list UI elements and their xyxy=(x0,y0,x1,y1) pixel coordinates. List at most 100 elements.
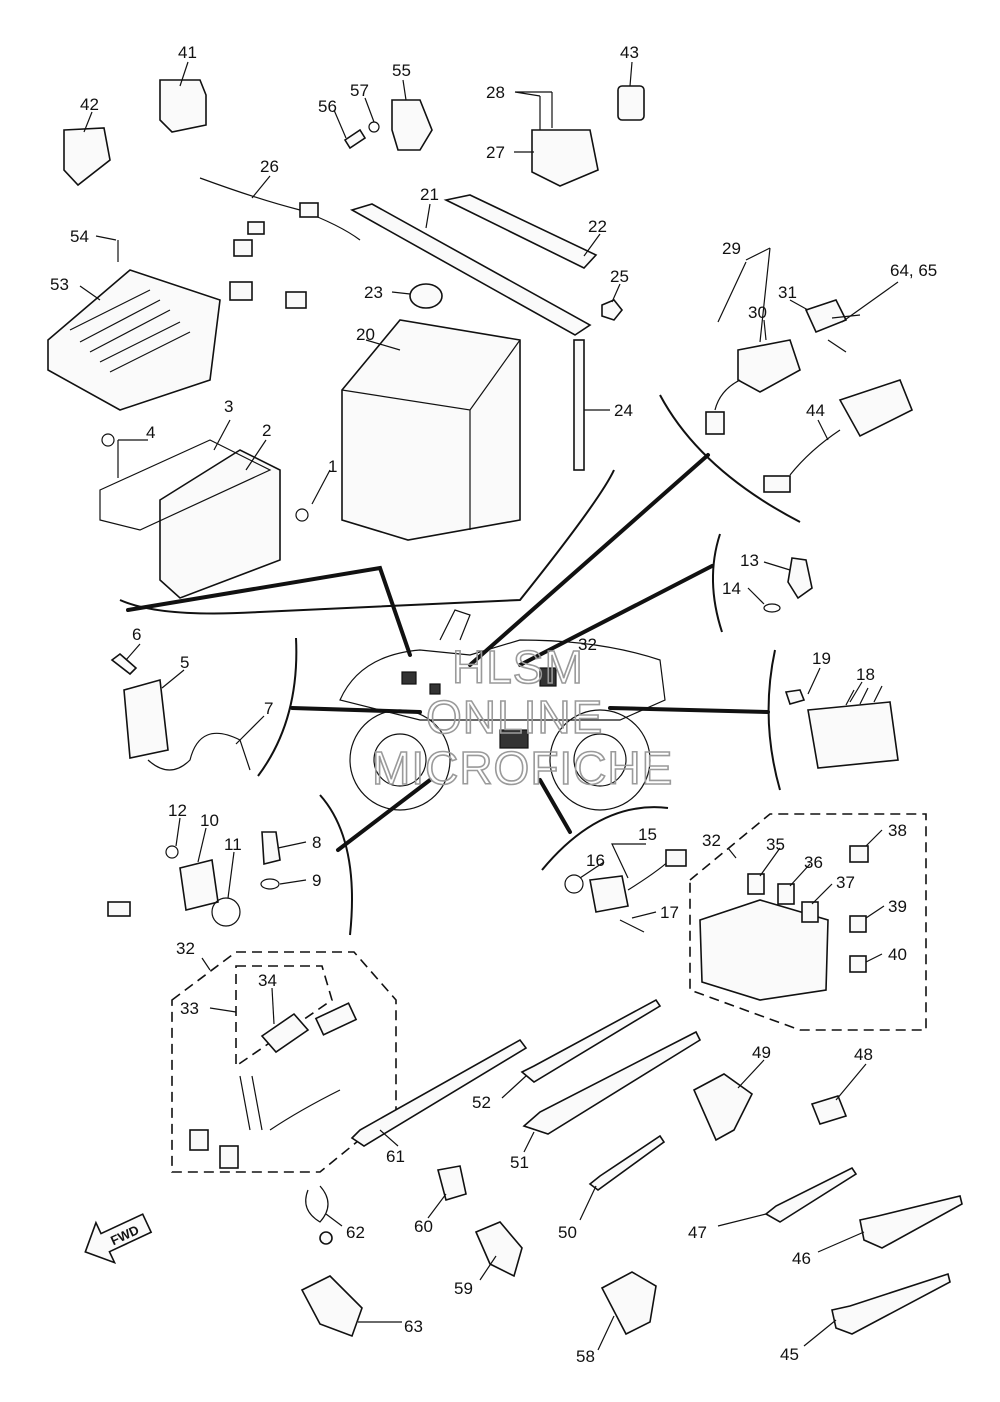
callout-62: 62 xyxy=(346,1223,365,1242)
band-47 xyxy=(764,1166,858,1223)
clamp-48 xyxy=(810,1095,848,1125)
group-leader-lines xyxy=(126,453,770,852)
callout-40: 40 xyxy=(888,945,907,964)
fuse-40 xyxy=(849,955,867,973)
callout-17: 17 xyxy=(660,903,679,922)
ecu-2 xyxy=(159,449,281,599)
bolt-17 xyxy=(619,919,645,933)
rod-24 xyxy=(573,339,585,471)
callout-5: 5 xyxy=(180,653,189,672)
screws-28 xyxy=(539,92,553,130)
callout-32-center: 32 xyxy=(578,635,597,654)
sensor-13 xyxy=(787,557,813,600)
callout-14: 14 xyxy=(722,579,741,598)
fuse-39 xyxy=(849,915,867,933)
callout-6: 6 xyxy=(132,625,141,644)
sensor-16 xyxy=(589,875,629,913)
battery-20 xyxy=(341,319,521,541)
callout-32-right: 32 xyxy=(702,831,721,850)
fuse-36 xyxy=(777,883,795,905)
callout-3: 3 xyxy=(224,397,233,416)
callout-55: 55 xyxy=(392,61,411,80)
starter-relay-55 xyxy=(391,99,433,151)
callout-20: 20 xyxy=(356,325,375,344)
callout-29: 29 xyxy=(722,239,741,258)
washer-57 xyxy=(368,121,380,133)
socket-44 xyxy=(838,379,914,438)
o-ring-11 xyxy=(211,897,241,927)
damper-23 xyxy=(409,283,443,309)
callout-46: 46 xyxy=(792,1249,811,1268)
callout-11: 11 xyxy=(224,835,242,854)
callout-43: 43 xyxy=(620,43,639,62)
connector-15 xyxy=(665,849,687,867)
callout-38: 38 xyxy=(888,821,907,840)
callout-57: 57 xyxy=(350,81,369,100)
dashed-group-33 xyxy=(235,965,333,1068)
callout-1: 1 xyxy=(328,457,337,476)
callout-44: 44 xyxy=(806,401,825,420)
callout-39: 39 xyxy=(888,897,907,916)
band-46 xyxy=(859,1195,963,1249)
callout-8: 8 xyxy=(312,833,321,852)
connector-34 xyxy=(260,1012,310,1054)
callout-52: 52 xyxy=(472,1093,491,1112)
callout-60: 60 xyxy=(414,1217,433,1236)
callout-34: 34 xyxy=(258,971,277,990)
atv-illustration xyxy=(339,609,666,811)
watermark-line-1: HLSM xyxy=(452,641,584,693)
clamp-59 xyxy=(474,1221,523,1278)
relay-27 xyxy=(531,129,599,187)
watermark-line-3: MICROFICHE xyxy=(372,742,673,794)
callout-leaders xyxy=(79,61,899,1351)
callout-12: 12 xyxy=(168,801,187,820)
nut-25 xyxy=(601,299,624,321)
bolt-12 xyxy=(165,845,179,859)
bolt-4 xyxy=(101,433,115,447)
bolt-19 xyxy=(784,689,806,705)
dashed-group-32-right xyxy=(689,813,927,1031)
callout-15: 15 xyxy=(638,825,657,844)
callout-19: 19 xyxy=(812,649,831,668)
bolt-1 xyxy=(295,508,309,522)
dashed-group-32-left xyxy=(171,951,397,1173)
callout-13: 13 xyxy=(740,551,759,570)
callout-41: 41 xyxy=(178,43,197,62)
callout-16: 16 xyxy=(586,851,605,870)
callout-28: 28 xyxy=(486,83,505,102)
switch-8 xyxy=(261,831,281,866)
callout-35: 35 xyxy=(766,835,785,854)
band-52 xyxy=(520,998,662,1083)
main-switch-30 xyxy=(737,339,801,393)
clamp-58 xyxy=(600,1271,657,1336)
forward-arrow-icon: FWD xyxy=(84,1213,153,1264)
callout-58: 58 xyxy=(576,1347,595,1366)
callout-32-left: 32 xyxy=(176,939,195,958)
callout-56: 56 xyxy=(318,97,337,116)
callout-25: 25 xyxy=(610,267,629,286)
band-50 xyxy=(588,1134,666,1191)
callout-61: 61 xyxy=(386,1147,405,1166)
callout-59: 59 xyxy=(454,1279,473,1298)
callout-2: 2 xyxy=(262,421,271,440)
callout-31: 31 xyxy=(778,283,797,302)
keys-64-65 xyxy=(827,314,861,353)
callout-21: 21 xyxy=(420,185,439,204)
wire-lead-26 xyxy=(199,177,361,241)
callout-48: 48 xyxy=(854,1045,873,1064)
relay-42 xyxy=(63,127,111,187)
clamp-49 xyxy=(692,1073,754,1142)
bracket-21 xyxy=(349,203,592,336)
callout-47: 47 xyxy=(688,1223,707,1242)
washer-9 xyxy=(260,878,280,890)
callout-4: 4 xyxy=(146,423,155,442)
callout-49: 49 xyxy=(752,1043,771,1062)
callout-24: 24 xyxy=(614,401,633,420)
washer-14 xyxy=(763,603,781,613)
callout-53: 53 xyxy=(50,275,69,294)
bolt-6 xyxy=(110,652,138,676)
callout-36: 36 xyxy=(804,853,823,872)
callout-30: 30 xyxy=(748,303,767,322)
callout-26: 26 xyxy=(260,157,279,176)
